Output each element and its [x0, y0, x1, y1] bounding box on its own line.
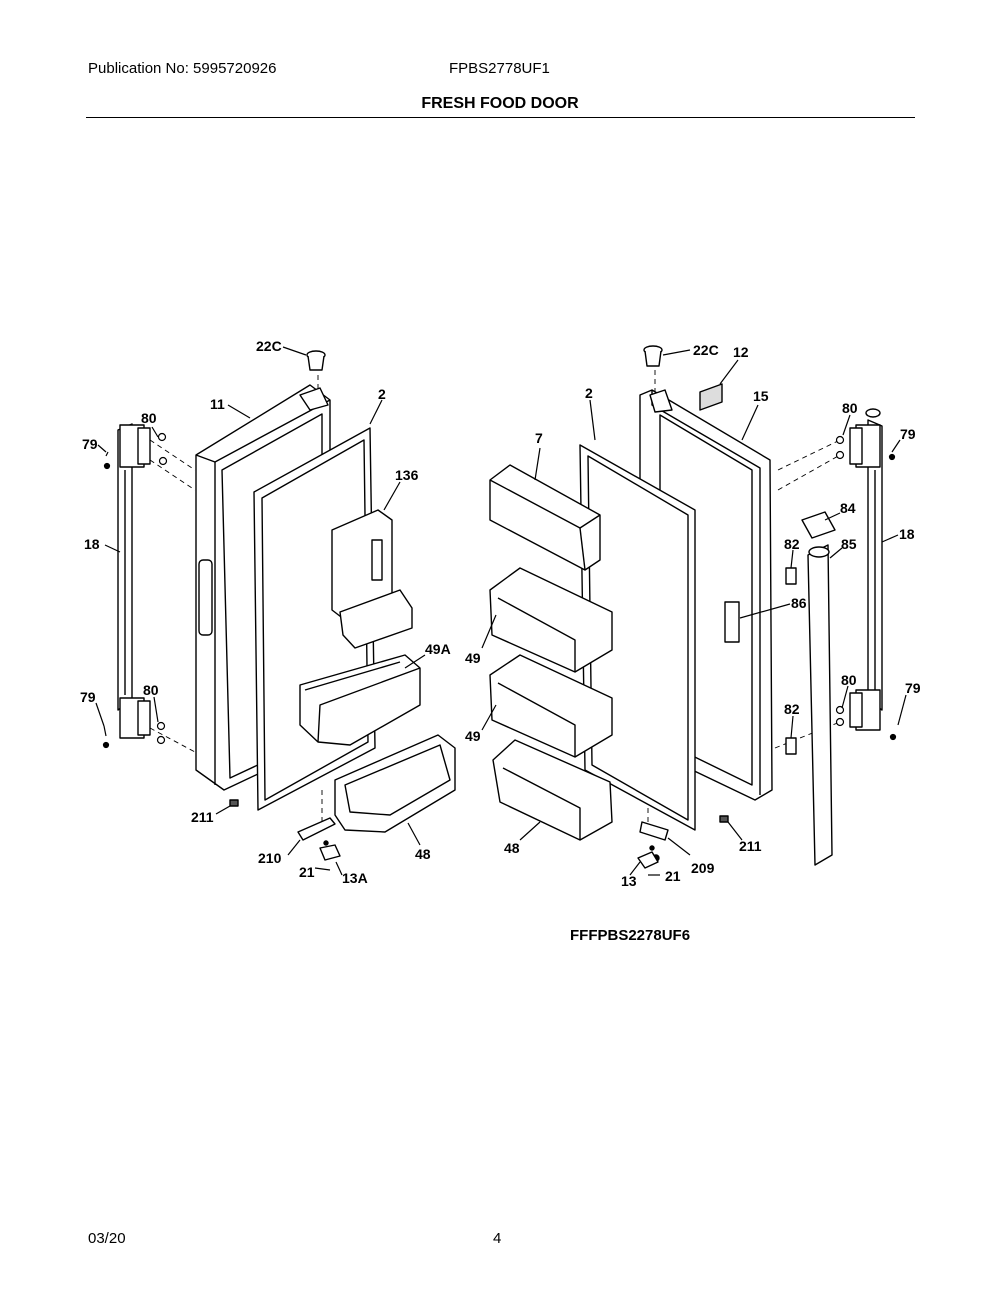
variant-model-label: FFFPBS2278UF6	[570, 927, 691, 944]
callout-211-right: 211	[739, 838, 762, 854]
dairy-container-136	[331, 509, 413, 649]
callout-11: 11	[210, 396, 225, 412]
callout-84: 84	[840, 500, 856, 516]
callout-13: 13	[621, 873, 637, 889]
right-handle-screws	[835, 435, 897, 741]
callout-15: 15	[753, 388, 769, 404]
callout-209: 209	[691, 860, 715, 876]
callout-79-tl: 79	[82, 436, 98, 452]
callout-48-right: 48	[504, 840, 520, 856]
page-number: 4	[493, 1230, 502, 1247]
callout-2-right: 2	[585, 385, 593, 401]
model-number: FPBS2778UF1	[449, 60, 550, 77]
callout-22c-left: 22C	[256, 338, 282, 354]
left-lower-hinge	[229, 799, 341, 861]
door-bin-49-top	[489, 567, 613, 673]
left-handle-screws	[102, 432, 168, 749]
leader-lines	[95, 346, 907, 876]
callout-7: 7	[535, 430, 543, 446]
callout-82-top: 82	[784, 536, 800, 552]
header-rule	[86, 117, 915, 118]
callout-79-tr: 79	[900, 426, 916, 442]
door-bin-49-bottom	[489, 654, 613, 758]
callout-2-left: 2	[378, 386, 386, 402]
callout-49-bottom: 49	[465, 728, 481, 744]
callout-80-tr: 80	[842, 400, 858, 416]
callout-13a: 13A	[342, 870, 368, 886]
callout-21-left: 21	[299, 864, 315, 880]
section-title: FRESH FOOD DOOR	[421, 95, 579, 112]
door-bin-48-left	[334, 734, 456, 833]
right-trim-85	[807, 544, 833, 866]
footer-date: 03/20	[88, 1230, 126, 1247]
callout-21-right: 21	[665, 868, 681, 884]
callout-82-bottom: 82	[784, 701, 800, 717]
right-lower-hinge	[637, 815, 729, 869]
callout-80-br: 80	[841, 672, 857, 688]
callout-79-br: 79	[905, 680, 921, 696]
callout-12: 12	[733, 344, 749, 360]
clip-82-bottom	[785, 737, 797, 755]
callout-210: 210	[258, 850, 282, 866]
bracket-84	[801, 511, 836, 539]
callout-49a: 49A	[425, 641, 451, 657]
callout-79-bl: 79	[80, 689, 96, 705]
right-door-cap	[643, 345, 663, 367]
callout-80-bl: 80	[143, 682, 159, 698]
callout-85: 85	[841, 536, 857, 552]
door-bin-7	[489, 464, 601, 571]
callout-18-right: 18	[899, 526, 915, 542]
label-plate-12	[699, 383, 723, 411]
callout-18-left: 18	[84, 536, 100, 552]
callout-136: 136	[395, 467, 419, 483]
door-bin-49a	[299, 654, 421, 746]
publication-number: Publication No: 5995720926	[88, 60, 277, 77]
exploded-parts-diagram: 22C 11 2 80 79 18 136 49A 79 80 211 210 …	[80, 338, 921, 889]
callout-211-left: 211	[191, 809, 214, 825]
right-handle-part	[849, 408, 883, 731]
callout-49-top: 49	[465, 650, 481, 666]
clip-82-top	[785, 567, 797, 585]
callout-48-left: 48	[415, 846, 431, 862]
left-door-cap	[306, 350, 326, 371]
callout-22c-right: 22C	[693, 342, 719, 358]
left-handle-part	[117, 423, 151, 739]
door-bin-48-right	[492, 739, 613, 841]
callout-80-tl: 80	[141, 410, 157, 426]
callout-86: 86	[791, 595, 807, 611]
